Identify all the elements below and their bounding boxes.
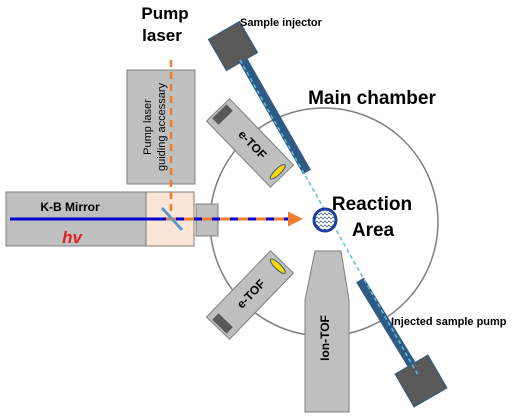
sample-injector-label: Sample injector	[240, 17, 323, 29]
reaction-area-marker	[312, 207, 338, 233]
guiding-accessory-label-line1: Pump laser	[142, 99, 154, 155]
reaction-area-label-line2: Area	[352, 220, 395, 241]
guiding-accessory-box	[126, 69, 196, 185]
hv-label: hv	[62, 228, 83, 247]
sample-stream-line	[239, 59, 419, 376]
etof-lower-detector	[205, 250, 295, 340]
pump-laser-label-line1: Pump	[141, 4, 188, 23]
sample-pump-tube	[356, 277, 425, 383]
ion-tof-detector	[304, 250, 350, 413]
sample-injector-block	[207, 20, 259, 72]
guiding-accessory-label-line2: guiding accessary	[156, 82, 168, 171]
etof-upper-detector	[205, 98, 295, 188]
ion-tof-label: Ion-TOF	[318, 315, 332, 361]
kb-mirror-label: K-B Mirror	[40, 200, 100, 214]
sample-injector-tube	[231, 43, 311, 175]
injected-sample-pump-label: Injected sample pump	[391, 316, 507, 328]
reaction-area-label-line1: Reaction	[332, 194, 412, 215]
combining-mirror	[160, 206, 184, 232]
sample-pump-block	[394, 354, 448, 408]
main-chamber-label: Main chamber	[308, 88, 436, 109]
pump-laser-label-line2: laser	[142, 26, 182, 45]
